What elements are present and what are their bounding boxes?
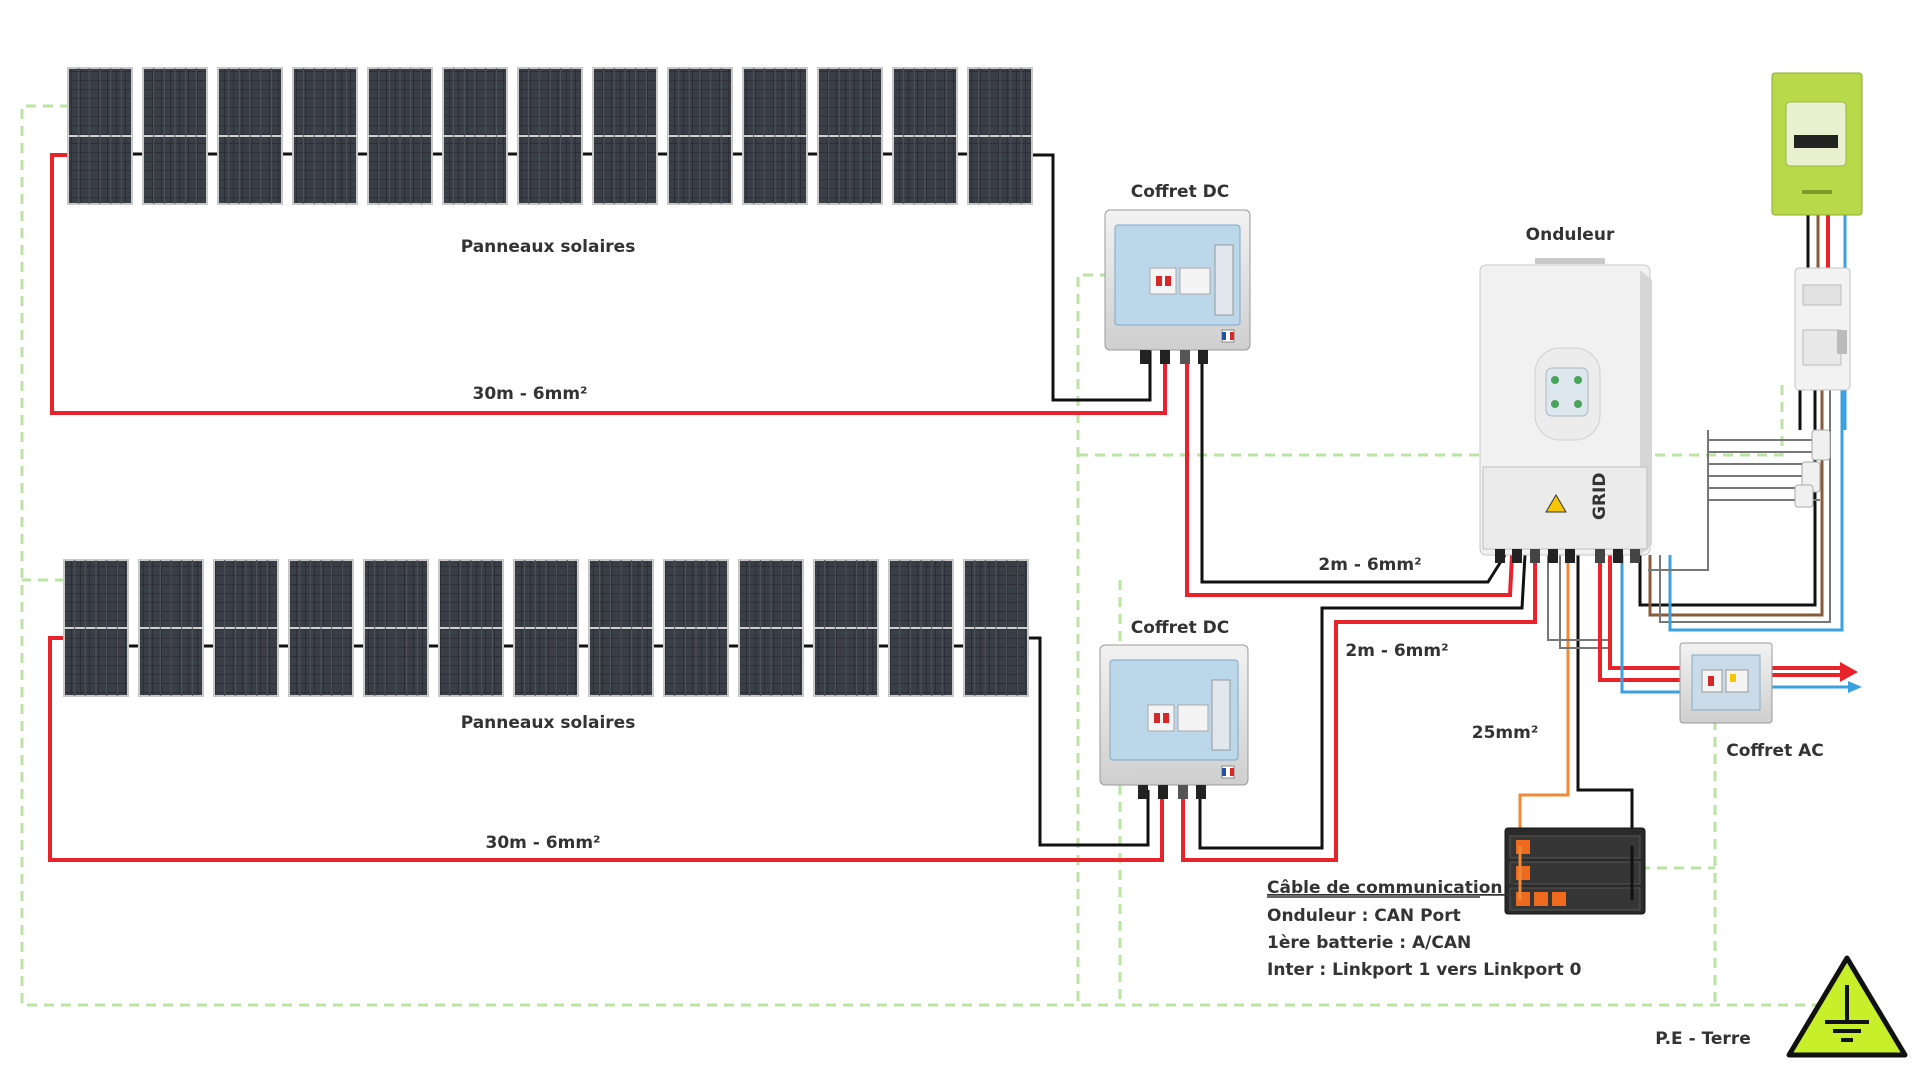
earth-warning-icon: [1786, 955, 1908, 1058]
solar-panel: [963, 559, 1029, 697]
communication-note: Câble de communication : Onduleur : CAN …: [1267, 878, 1582, 980]
ac-wiring: [1598, 215, 1862, 694]
solar-panel: [363, 559, 429, 697]
inverter-terminals: [1495, 549, 1640, 563]
top-string-wiring: [50, 153, 1514, 597]
coffret-ac-label: Coffret AC: [1726, 741, 1824, 761]
coffret-dc-top-label: Coffret DC: [1131, 182, 1229, 202]
communication-title: Câble de communication :: [1267, 878, 1515, 898]
solar-panel: [738, 559, 804, 697]
solar-panel: [67, 67, 133, 205]
onduleur-label: Onduleur: [1526, 225, 1615, 245]
solar-panel: [817, 67, 883, 205]
coffret-ac: [1679, 642, 1773, 724]
solar-panel: [888, 559, 954, 697]
cable-bottom-inverter-label: 2m - 6mm²: [1345, 641, 1448, 661]
communication-line: Onduleur : CAN Port: [1267, 906, 1461, 926]
solar-panel: [138, 559, 204, 697]
ac-breaker-module: [1794, 267, 1851, 391]
communication-line: 1ère batterie : A/CAN: [1267, 933, 1471, 953]
coffret-dc-bottom-label: Coffret DC: [1131, 618, 1229, 638]
cable-top-long-label: 30m - 6mm²: [473, 384, 588, 404]
solar-panel: [288, 559, 354, 697]
solar-panel: [142, 67, 208, 205]
inverter-vent: [1535, 258, 1605, 264]
solar-panel: [292, 67, 358, 205]
solar-panel: [517, 67, 583, 205]
solar-panel: [742, 67, 808, 205]
solar-panel: [592, 67, 658, 205]
solar-panels: [63, 67, 1033, 697]
solar-panel: [667, 67, 733, 205]
solar-panel: [438, 559, 504, 697]
solar-panel: [892, 67, 958, 205]
meter: [1771, 72, 1863, 216]
solar-panel: [367, 67, 433, 205]
communication-line: Inter : Linkport 1 vers Linkport 0: [1267, 960, 1582, 980]
inverter-grid-label: GRID: [1590, 473, 1610, 520]
cable-top-inverter-label: 2m - 6mm²: [1318, 555, 1421, 575]
battery-wiring: [1518, 555, 1634, 840]
coffret-dc-bottom: [1099, 644, 1249, 799]
panels-top-label: Panneaux solaires: [461, 237, 636, 257]
solar-panel: [217, 67, 283, 205]
solar-panel: [588, 559, 654, 697]
cable-bottom-long-label: 30m - 6mm²: [486, 833, 601, 853]
panels-bottom-label: Panneaux solaires: [461, 713, 636, 733]
solar-panel: [63, 559, 129, 697]
ct-clamps: [1794, 429, 1831, 508]
coffret-dc-top: [1104, 209, 1251, 364]
solar-panel: [513, 559, 579, 697]
solar-panel: [442, 67, 508, 205]
cable-battery-label: 25mm²: [1472, 723, 1539, 743]
bottom-string-wiring: [48, 554, 1537, 862]
solar-panel: [967, 67, 1033, 205]
inverter: GRID: [1479, 258, 1652, 563]
solar-panel: [663, 559, 729, 697]
solar-panel: [813, 559, 879, 697]
solar-panel: [213, 559, 279, 697]
battery-stack: [1504, 827, 1646, 915]
pe-terre-label: P.E - Terre: [1655, 1029, 1750, 1049]
